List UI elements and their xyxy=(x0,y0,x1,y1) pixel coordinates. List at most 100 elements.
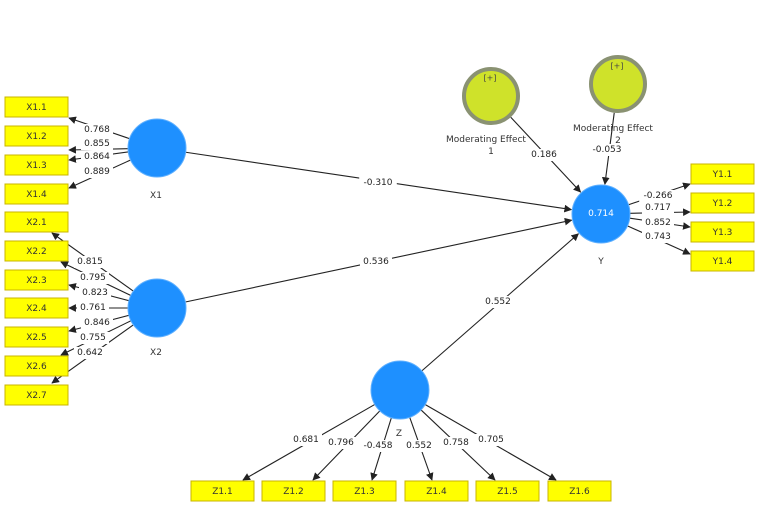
loading-value-group: 0.855 xyxy=(81,138,113,150)
indicator-X1-3[interactable]: X1.3 xyxy=(4,154,69,176)
indicator-box[interactable] xyxy=(690,221,755,243)
indicator-box[interactable] xyxy=(404,480,469,502)
loading-value: 0.755 xyxy=(80,333,106,343)
loading-value-bg xyxy=(81,124,113,136)
indicator-box[interactable] xyxy=(4,384,69,406)
latent-circle[interactable] xyxy=(127,278,187,338)
path-coefficient-ME1-Y-group: 0.186 xyxy=(528,149,560,161)
loading-value-bg xyxy=(81,317,113,329)
latent-variable-X2[interactable] xyxy=(127,278,187,338)
indicator-X2-3[interactable]: X2.3 xyxy=(4,269,69,291)
expand-icon[interactable]: [+] xyxy=(484,74,497,83)
moderator-circle[interactable] xyxy=(462,67,520,125)
indicator-label: Z1.6 xyxy=(569,487,590,497)
loading-value: 0.552 xyxy=(406,441,432,451)
indicator-box[interactable] xyxy=(4,125,69,147)
loading-value-group: 0.815 xyxy=(74,256,106,268)
indicator-label: X2.1 xyxy=(26,218,46,228)
indicator-box[interactable] xyxy=(4,297,69,319)
loading-value-bg xyxy=(359,440,397,452)
indicator-box[interactable] xyxy=(547,480,612,502)
expand-icon[interactable]: [+] xyxy=(611,62,624,71)
loading-value: -0.458 xyxy=(363,441,392,451)
loading-value: -0.266 xyxy=(643,191,672,201)
loading-value-bg xyxy=(290,434,322,446)
latent-variable-Z[interactable] xyxy=(370,360,430,420)
moderator-label-number: 1 xyxy=(488,147,494,157)
moderator-label: Moderating Effect xyxy=(573,124,653,134)
indicator-box[interactable] xyxy=(4,211,69,233)
indicator-box[interactable] xyxy=(332,480,397,502)
loading-value-group: -0.458 xyxy=(359,440,397,452)
indicator-Z1-4[interactable]: Z1.4 xyxy=(404,480,469,502)
r-squared-value: 0.714 xyxy=(588,209,614,219)
indicator-X2-5[interactable]: X2.5 xyxy=(4,326,69,348)
indicator-X1-4[interactable]: X1.4 xyxy=(4,183,69,205)
latent-circle[interactable] xyxy=(127,118,187,178)
loading-value-group: 0.795 xyxy=(77,272,109,284)
latent-variable-X1[interactable] xyxy=(127,118,187,178)
loading-value-group: 0.761 xyxy=(77,302,109,314)
loading-value-bg xyxy=(440,437,472,449)
loading-value: 0.815 xyxy=(77,257,103,267)
moderating-effect-2[interactable]: [+] xyxy=(589,55,647,113)
indicator-label: Y1.4 xyxy=(712,257,733,267)
latent-variable-Y[interactable]: 0.714 xyxy=(571,184,631,244)
indicator-box[interactable] xyxy=(4,326,69,348)
indicator-X2-1[interactable]: X2.1 xyxy=(4,211,69,233)
indicator-label: X2.6 xyxy=(26,362,47,372)
loading-value-bg xyxy=(77,332,109,344)
path-coefficient-ME2-Y-group: -0.053 xyxy=(588,144,626,156)
indicator-Z1-3[interactable]: Z1.3 xyxy=(332,480,397,502)
indicator-box[interactable] xyxy=(4,355,69,377)
indicator-box[interactable] xyxy=(475,480,540,502)
indicator-X1-2[interactable]: X1.2 xyxy=(4,125,69,147)
indicator-label: X1.3 xyxy=(26,161,46,171)
indicator-Z1-2[interactable]: Z1.2 xyxy=(261,480,326,502)
indicator-box[interactable] xyxy=(4,183,69,205)
loading-value-bg xyxy=(77,302,109,314)
moderating-effect-1[interactable]: [+] xyxy=(462,67,520,125)
labels-layer: 0.7680.8550.8640.8890.8150.7950.8230.761… xyxy=(74,124,677,452)
indicator-box[interactable] xyxy=(4,240,69,262)
path-coefficient-ME1-Y: 0.186 xyxy=(531,150,557,160)
loading-value-bg xyxy=(74,347,106,359)
indicator-Z1-6[interactable]: Z1.6 xyxy=(547,480,612,502)
indicator-box[interactable] xyxy=(190,480,255,502)
indicator-box[interactable] xyxy=(4,154,69,176)
indicator-label: Y1.3 xyxy=(712,228,733,238)
latent-circle[interactable] xyxy=(370,360,430,420)
moderator-circle[interactable] xyxy=(589,55,647,113)
indicator-box[interactable] xyxy=(261,480,326,502)
indicator-Y1-1[interactable]: Y1.1 xyxy=(690,163,755,185)
loading-value: 0.823 xyxy=(82,288,108,298)
loading-value-group: 0.758 xyxy=(440,437,472,449)
indicator-Y1-3[interactable]: Y1.3 xyxy=(690,221,755,243)
loading-value-bg xyxy=(79,287,111,299)
loading-value-bg xyxy=(642,217,674,229)
indicator-Y1-4[interactable]: Y1.4 xyxy=(690,250,755,272)
indicator-X2-4[interactable]: X2.4 xyxy=(4,297,69,319)
indicator-X1-1[interactable]: X1.1 xyxy=(4,96,69,118)
indicator-box[interactable] xyxy=(690,163,755,185)
path-coefficient-Z-Y-group: 0.552 xyxy=(482,296,514,308)
loading-value-group: 0.705 xyxy=(475,434,507,446)
indicator-X2-6[interactable]: X2.6 xyxy=(4,355,69,377)
indicator-box[interactable] xyxy=(690,250,755,272)
path-coefficient-X2-Y-bg xyxy=(360,256,392,268)
indicator-box[interactable] xyxy=(4,269,69,291)
loading-value-bg xyxy=(639,190,677,202)
indicator-Z1-1[interactable]: Z1.1 xyxy=(190,480,255,502)
indicator-box[interactable] xyxy=(4,96,69,118)
indicator-box[interactable] xyxy=(690,192,755,214)
indicator-Y1-2[interactable]: Y1.2 xyxy=(690,192,755,214)
latent-label: X2 xyxy=(150,348,162,358)
latent-label: X1 xyxy=(150,191,162,201)
latent-circle[interactable] xyxy=(571,184,631,244)
indicator-Z1-5[interactable]: Z1.5 xyxy=(475,480,540,502)
loading-value-group: 0.755 xyxy=(77,332,109,344)
loading-value-group: 0.852 xyxy=(642,217,674,229)
indicator-X2-2[interactable]: X2.2 xyxy=(4,240,69,262)
indicator-X2-7[interactable]: X2.7 xyxy=(4,384,69,406)
